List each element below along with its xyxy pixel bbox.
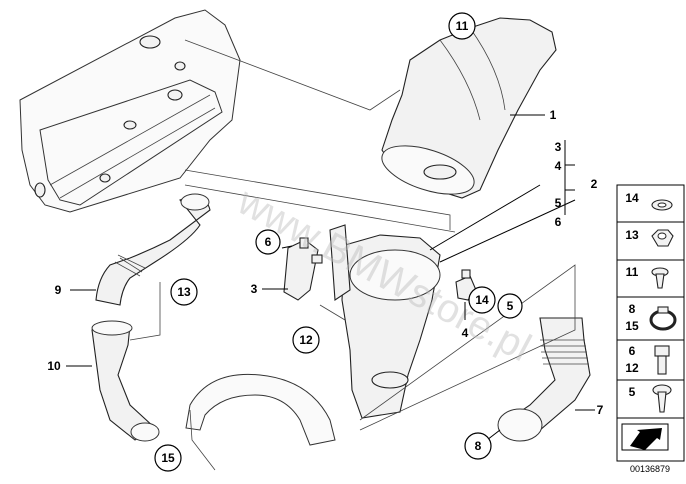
callout-8: 8 xyxy=(464,432,492,460)
callout-5-top: 5 xyxy=(555,196,562,210)
callout-15: 15 xyxy=(154,444,182,472)
assembly-guide-lines xyxy=(129,39,576,471)
callout-5: 5 xyxy=(497,293,523,319)
callout-6-top: 6 xyxy=(555,215,562,229)
expanding-rivet-icon xyxy=(651,267,669,289)
legend-label-12: 12 xyxy=(625,361,639,375)
outlet-hose xyxy=(497,317,591,442)
small-parts-legend: 14 13 11 8 15 6 12 5 xyxy=(616,184,685,462)
callout-3-top: 3 xyxy=(555,140,562,154)
hose-clamp-icon xyxy=(649,306,677,331)
leader-lines xyxy=(66,114,595,441)
svg-text:14: 14 xyxy=(475,293,489,307)
svg-text:5: 5 xyxy=(507,299,514,313)
callout-10: 10 xyxy=(47,359,61,373)
hex-bolt-icon xyxy=(654,345,670,375)
actuator xyxy=(283,237,323,301)
svg-text:6: 6 xyxy=(265,235,272,249)
callout-13: 13 xyxy=(170,278,198,306)
air-intake-duct xyxy=(381,17,557,199)
callout-4-top: 4 xyxy=(555,159,562,173)
nut-icon xyxy=(651,229,674,247)
legend-label-13: 13 xyxy=(625,228,639,242)
diagram-id: 00136879 xyxy=(630,464,670,474)
resonator-hose xyxy=(185,373,336,446)
air-filter-housing xyxy=(19,9,241,213)
svg-text:8: 8 xyxy=(475,439,482,453)
callout-12: 12 xyxy=(292,326,320,354)
svg-text:12: 12 xyxy=(299,333,313,347)
intake-hose-upper xyxy=(95,193,211,306)
direction-arrow-icon xyxy=(621,423,669,451)
legend-label-11: 11 xyxy=(626,265,639,279)
svg-text:11: 11 xyxy=(456,19,469,33)
callout-3: 3 xyxy=(251,282,258,296)
legend-label-5: 5 xyxy=(629,385,636,399)
washer-icon xyxy=(651,199,673,211)
callout-4: 4 xyxy=(462,326,469,340)
callout-9: 9 xyxy=(55,283,62,297)
callout-11: 11 xyxy=(448,12,476,40)
intake-hose-lower xyxy=(91,320,160,442)
air-guide-funnel xyxy=(329,224,441,419)
legend-label-8: 8 xyxy=(629,302,636,316)
svg-text:15: 15 xyxy=(161,451,175,465)
legend-label-14: 14 xyxy=(625,191,639,205)
callout-14: 14 xyxy=(468,286,496,314)
legend-label-15: 15 xyxy=(625,319,639,333)
svg-text:13: 13 xyxy=(177,285,191,299)
callout-1: 1 xyxy=(550,108,557,122)
legend-label-6: 6 xyxy=(629,344,636,358)
callout-6: 6 xyxy=(255,229,281,255)
callout-2: 2 xyxy=(591,177,598,191)
screw-icon xyxy=(652,384,672,413)
callout-7: 7 xyxy=(597,403,604,417)
